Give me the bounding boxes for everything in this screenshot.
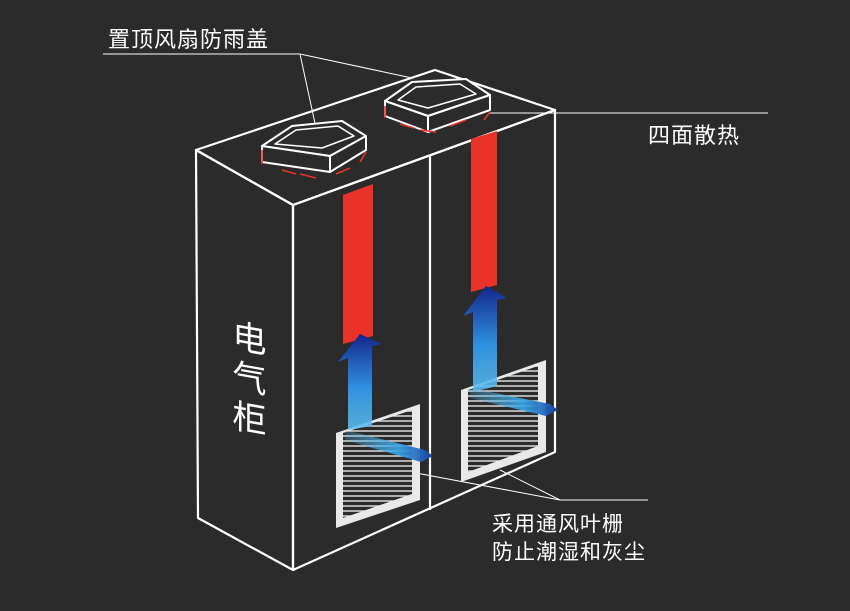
cool-air-flow: [338, 286, 558, 462]
cabinet-top-face: [194, 68, 557, 207]
cool-air-arrow-left: [338, 334, 382, 430]
hot-air-column-left: [343, 184, 373, 344]
cabinet-front-face: [291, 108, 557, 572]
cabinet-body: [194, 68, 557, 572]
fan-cover-right: [384, 78, 491, 133]
hot-air-column-right: [471, 131, 497, 292]
louver-label-line2: 防止潮湿和灰尘: [492, 540, 646, 564]
cool-air-stream-left: [345, 430, 433, 462]
louver-label-line1: 采用通风叶栅: [492, 512, 624, 536]
cool-air-arrow-right: [463, 286, 507, 392]
cool-air-stream-right: [470, 388, 558, 416]
cabinet-label: 电气柜: [226, 316, 266, 444]
hot-air-flow: [343, 131, 497, 344]
fan-cover-left: [261, 120, 367, 173]
four-side-dissipation-label: 四面散热: [648, 124, 741, 149]
fan-airflow-left: [261, 150, 367, 179]
fan-airflow-right: [384, 106, 491, 133]
top-fan-cover-label: 置顶风扇防雨盖: [108, 28, 270, 53]
